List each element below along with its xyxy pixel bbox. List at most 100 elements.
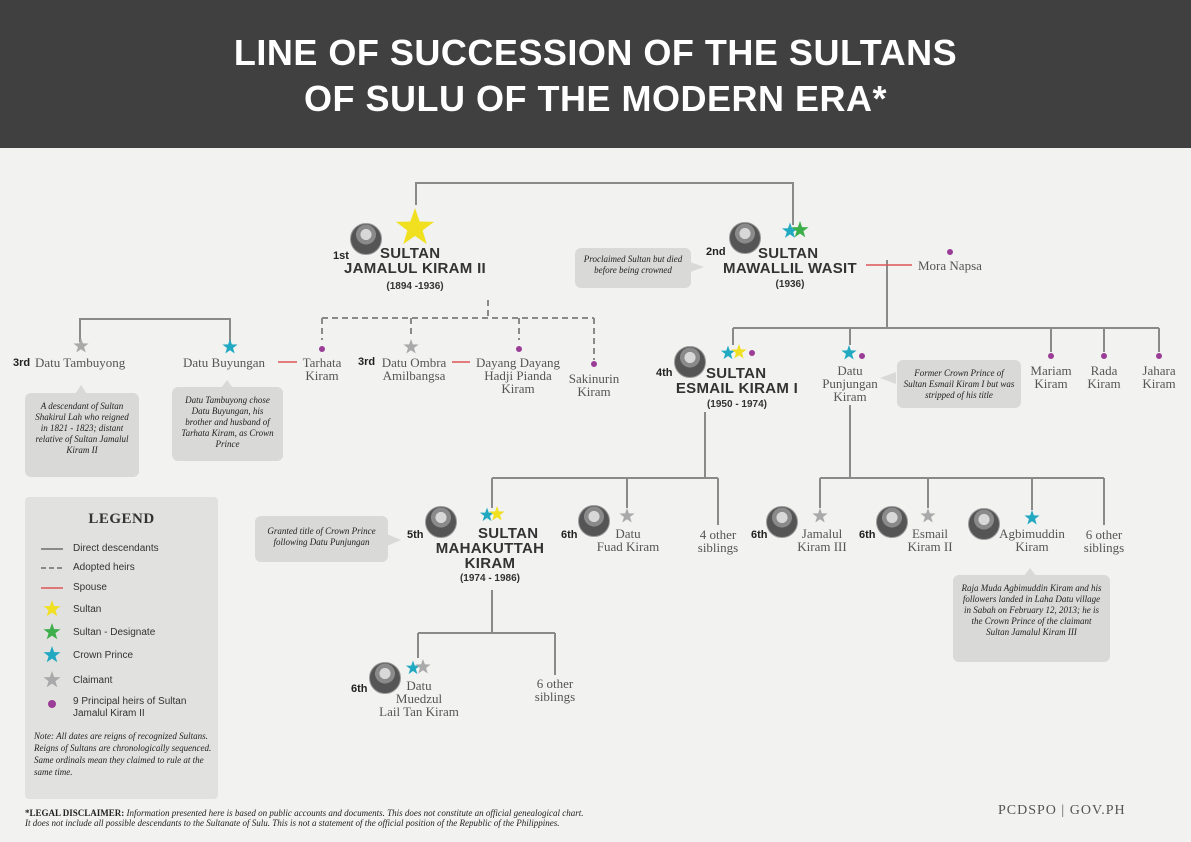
heir-dot-icon (591, 361, 597, 367)
sultan-name-line: MAHAKUTTAH (435, 540, 545, 557)
sultan-name-line: ESMAIL KIRAM I (675, 380, 799, 397)
portrait-esmail (674, 346, 706, 378)
portrait-esmail-ii (876, 506, 908, 538)
reign-jamalul: (1894 -1936) (386, 281, 444, 292)
crown-prince-star-icon (479, 507, 495, 522)
name-line: Rada (1090, 363, 1118, 378)
sultan-star-icon (43, 600, 61, 617)
site-credit: PCDSPO | GOV.PH (998, 803, 1126, 818)
name-line: Kiram (1034, 376, 1068, 391)
crown-prince-star-icon (1024, 510, 1040, 525)
name-line: 6 other (1085, 527, 1123, 542)
person-agbimuddin-kiram: Agbimuddin Kiram (994, 527, 1070, 553)
name-line: Kiram (577, 384, 611, 399)
name-line: Jahara (1142, 363, 1176, 378)
name-line: Esmail (911, 526, 949, 541)
ordinal-esmail: 4th (656, 367, 673, 379)
name-line: Mariam (1030, 363, 1072, 378)
legend-crown-prince: Crown Prince (73, 650, 134, 661)
page-title: LINE OF SUCCESSION OF THE SULTANS OF SUL… (0, 30, 1191, 122)
name-line: Kiram (1087, 376, 1121, 391)
name-line: Lail Tan Kiram (379, 704, 459, 719)
name-line: Kiram (501, 381, 535, 396)
person-datu-muedzul: Datu Muedzul Lail Tan Kiram (372, 679, 466, 718)
ordinal-muedzul: 6th (351, 683, 368, 695)
heir-dot-icon (48, 700, 56, 708)
claimant-star-icon (415, 659, 431, 674)
name-line: Sakinurin (568, 371, 620, 386)
name-line: Datu (406, 678, 432, 693)
name-line: Punjungan (822, 376, 878, 391)
name-line: Kiram (305, 368, 339, 383)
ordinal-jamalul-iii: 6th (751, 529, 768, 541)
ordinal-ombra: 3rd (358, 356, 376, 368)
heir-dot-icon (1101, 353, 1107, 359)
sultan-jamalul-name: SULTAN JAMALUL KIRAM II (330, 246, 500, 276)
sultan-star-icon (395, 208, 435, 245)
heir-dot-icon (319, 346, 325, 352)
note-agbimuddin: Raja Muda Agbimuddin Kiram and his follo… (953, 575, 1110, 662)
portrait-agbimuddin (968, 508, 1000, 540)
legend-direct-descendants: Direct descendants (73, 543, 159, 554)
name-line: Jamalul (801, 526, 843, 541)
crown-prince-star-icon (43, 646, 61, 663)
legend-symbols (41, 548, 63, 708)
name-line: Kiram II (907, 539, 953, 554)
heir-dot-icon (1048, 353, 1054, 359)
name-line: Kiram (1015, 539, 1049, 554)
person-jahara-kiram: Jahara Kiram (1134, 364, 1184, 390)
person-6-other-siblings: 6 other siblings (1076, 528, 1132, 554)
name-line: Datu (615, 526, 641, 541)
name-line: 4 other (699, 527, 737, 542)
note-tambuyong: A descendant of Sultan Shakirul Lah who … (25, 393, 139, 477)
person-datu-tambuyong: Datu Tambuyong (35, 355, 126, 370)
portrait-mahakuttah (425, 506, 457, 538)
name-line: Fuad Kiram (596, 539, 660, 554)
ordinal-fuad: 6th (561, 529, 578, 541)
note-punjungan: Former Crown Prince of Sultan Esmail Kir… (897, 360, 1021, 408)
name-line: Kiram (1142, 376, 1176, 391)
name-line: Amilbangsa (382, 368, 446, 383)
person-mora-napsa: Mora Napsa (918, 258, 982, 273)
sultan-label: SULTAN (706, 365, 767, 382)
claimant-star-icon (403, 339, 419, 354)
sultan-name-line: JAMALUL KIRAM II (343, 260, 487, 277)
sultan-label: SULTAN (758, 245, 819, 262)
sultan-label: SULTAN (380, 245, 441, 262)
portrait-mawallil (729, 222, 761, 254)
crown-prince-star-icon (405, 660, 421, 675)
ordinal-esmail-ii: 6th (859, 529, 876, 541)
sultan-mawallil-name: SULTAN MAWALLIL WASIT (720, 246, 860, 276)
heir-dot-icon (749, 350, 755, 356)
person-rada-kiram: Rada Kiram (1082, 364, 1126, 390)
ordinal-jamalul: 1st (333, 250, 349, 262)
title-line-1: LINE OF SUCCESSION OF THE SULTANS (233, 32, 958, 73)
sultan-name-line: KIRAM (464, 555, 516, 572)
crown-prince-star-icon (720, 345, 736, 360)
legal-disclaimer: *LEGAL DISCLAIMER: Information presented… (25, 808, 725, 828)
sultan-label: SULTAN (478, 525, 539, 542)
person-datu-buyungan: Datu Buyungan (183, 355, 265, 370)
name-line: Dayang Dayang (475, 355, 561, 370)
legend-panel: LEGEND Direct descendants Adopted heirs … (25, 497, 218, 799)
person-sakinurin-kiram: Sakinurin Kiram (562, 372, 626, 398)
name-line: Kiram (833, 389, 867, 404)
name-line: siblings (1083, 540, 1125, 555)
person-6-other-siblings-b: 6 other siblings (527, 677, 583, 703)
reign-mahakuttah: (1974 - 1986) (459, 573, 521, 584)
name-line: Hadji Pianda (484, 368, 552, 383)
reign-mawallil: (1936) (775, 279, 805, 290)
name-line: siblings (697, 540, 739, 555)
claimant-star-icon (920, 508, 936, 523)
sultan-esmail-name: SULTAN ESMAIL KIRAM I (664, 366, 810, 396)
heir-dot-icon (859, 353, 865, 359)
name-line: Datu (837, 363, 863, 378)
person-4-other-siblings: 4 other siblings (690, 528, 746, 554)
name-line: Agbimuddin (999, 526, 1065, 541)
person-datu-punjungan: Datu Punjungan Kiram (818, 364, 882, 403)
name-line: siblings (534, 689, 576, 704)
sultan-star-icon (489, 506, 505, 521)
ordinal-mawallil: 2nd (706, 246, 726, 258)
